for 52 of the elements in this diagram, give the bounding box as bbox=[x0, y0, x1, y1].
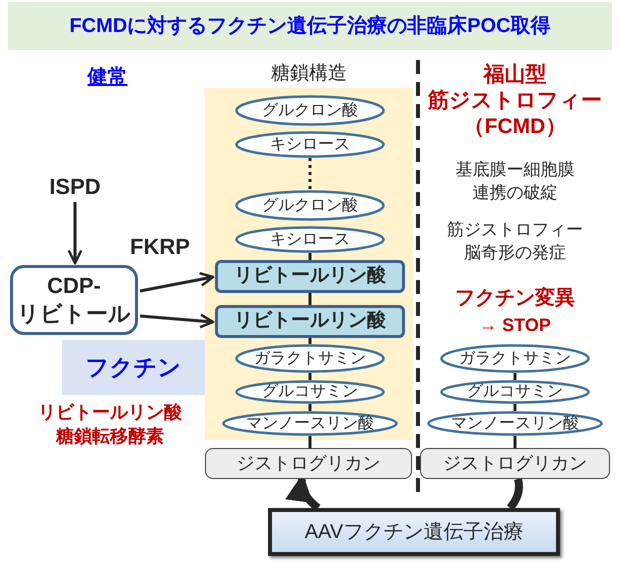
enzyme-name: フクチン bbox=[86, 353, 182, 382]
ribitol-phosphate-box bbox=[215, 305, 405, 338]
box-text: ジストログリカン bbox=[236, 452, 380, 475]
sugar-name: グルコサミン bbox=[467, 384, 563, 400]
arrow bbox=[68, 202, 82, 264]
connector-line bbox=[514, 373, 516, 380]
symptom-text: 基底膜ー細胞膜連携の破綻 bbox=[454, 159, 576, 204]
therapy-box bbox=[268, 508, 560, 556]
box-text: リビトールリン酸 bbox=[234, 309, 386, 334]
title: FCMDに対するフクチン遺伝子治療の非臨床POC取得 bbox=[69, 14, 551, 39]
connector-line bbox=[308, 436, 312, 448]
sugar-name: マンノースリン酸 bbox=[246, 416, 374, 432]
sugar-name: キシロース bbox=[270, 136, 350, 152]
connector-line bbox=[514, 436, 516, 448]
box-text: AAVフクチン遺伝子治療 bbox=[304, 520, 524, 545]
substrate-box bbox=[10, 265, 138, 335]
sugar-name: ガラクトサミン bbox=[254, 350, 366, 366]
connector-line bbox=[308, 158, 312, 190]
edge-label: FKRP bbox=[130, 236, 190, 258]
gene-name: ISPD bbox=[49, 172, 101, 200]
disease-heading: 福山型 bbox=[484, 62, 546, 88]
sugar-name: ガラクトサミン bbox=[459, 350, 571, 366]
connector-line bbox=[308, 373, 312, 380]
symptom-text: 筋ジストロフィー脳奇形の発症 bbox=[446, 219, 584, 264]
enzyme-box bbox=[62, 340, 205, 395]
box-text: CDP- リビトール bbox=[16, 272, 132, 328]
ribitol-phosphate-box bbox=[215, 260, 405, 293]
box-text: ジストログリカン bbox=[443, 452, 587, 475]
panel-heading: 糖鎖構造 bbox=[271, 62, 347, 86]
mutation-text: フクチン変異 bbox=[455, 286, 575, 311]
sugar-name: グルクロン酸 bbox=[262, 102, 358, 118]
sugar-name: マンノースリン酸 bbox=[451, 416, 579, 432]
connector-line bbox=[308, 338, 312, 344]
connector-line bbox=[308, 293, 312, 305]
connector-line bbox=[506, 478, 523, 511]
stop-text: → STOP bbox=[479, 314, 551, 337]
connector-line bbox=[308, 404, 312, 411]
sugar-name: グルコサミン bbox=[262, 384, 358, 400]
arrow bbox=[140, 272, 214, 292]
box-text: リビトールリン酸 bbox=[234, 264, 386, 288]
dystroglycan-box bbox=[205, 448, 412, 479]
enzyme-description: リビトールリン酸糖鎖転移酵素 bbox=[37, 401, 183, 448]
dystroglycan-box bbox=[420, 448, 610, 479]
disease-heading: 筋ジストロフィー bbox=[428, 88, 602, 114]
arrow bbox=[140, 314, 214, 328]
connector-line bbox=[514, 404, 516, 411]
disease-heading: （FCMD） bbox=[464, 114, 566, 140]
connector-line bbox=[308, 253, 312, 260]
column-heading: 健常 bbox=[88, 65, 128, 90]
sugar-name: グルクロン酸 bbox=[262, 198, 358, 214]
glycan-panel bbox=[205, 62, 413, 440]
sugar-name: キシロース bbox=[270, 232, 350, 248]
